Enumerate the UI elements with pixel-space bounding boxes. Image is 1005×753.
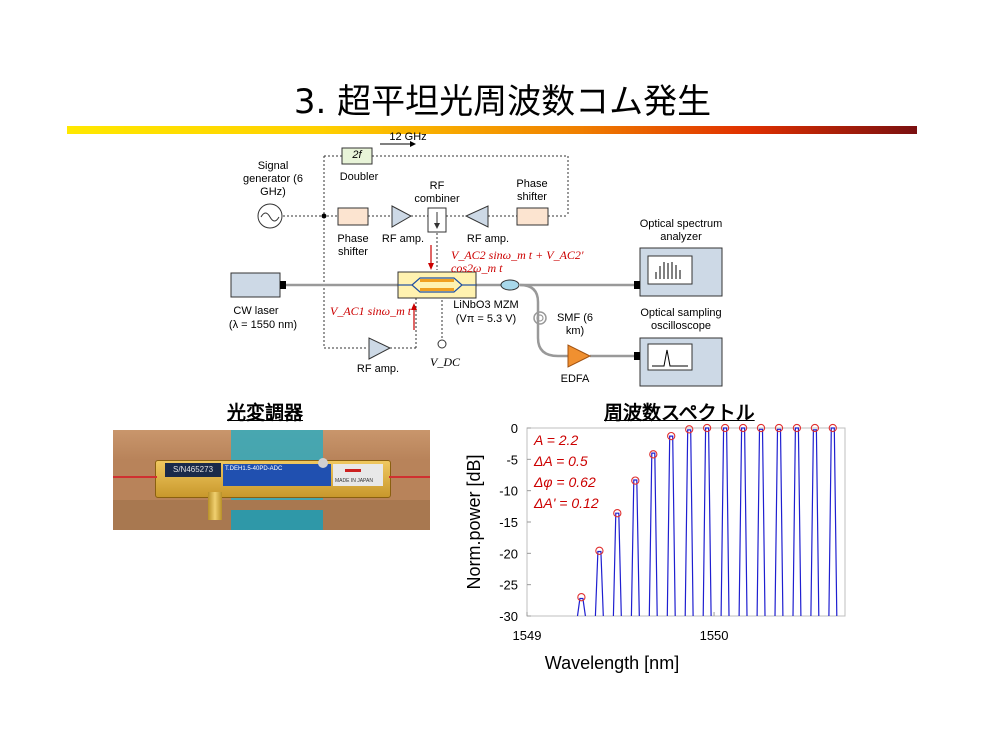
measured-point (792, 423, 802, 433)
edfa-label: EDFA (560, 373, 590, 385)
measured-point (720, 423, 730, 433)
phase-shifter-right (516, 207, 549, 226)
rf-amp-bottom-icon (368, 337, 392, 360)
photo-heading: 光変調器 (227, 402, 304, 424)
cw-laser-label: CW laser (233, 305, 279, 317)
annotation-delta-a-prime: ΔA' = 0.12 (533, 495, 599, 511)
rf-combiner-label: RF combiner (414, 180, 460, 205)
measured-point (685, 425, 694, 434)
vac2-equation: V_AC2 sinω_m t + V_AC2' cos2ω_m t (451, 248, 584, 275)
osa-spectrum-icon (655, 262, 681, 279)
osa-label: Optical spectrum analyzer (639, 218, 723, 243)
spectrum-chart: 0 -5 -10 -15 -20 -25 -30 1549 1550 Wavelength [… (464, 421, 846, 673)
annotation-delta-phi: Δφ = 0.62 (533, 474, 596, 490)
x-axis-label: Wavelength [nm] (545, 653, 679, 673)
phase-shifter-left-label: Phase shifter (337, 233, 369, 258)
y-tick-label: -20 (499, 546, 518, 561)
x-tick-label: 1549 (513, 628, 542, 643)
model-label: T.DEH1.5-40PD-ADC (225, 466, 283, 472)
y-axis-label: Norm.power [dB] (464, 454, 484, 589)
title-gradient-rule (67, 126, 917, 134)
mzm-vpi-label: (Vπ = 5.3 V) (455, 313, 517, 325)
x-tick-label: 1550 (700, 628, 729, 643)
measured-point (702, 423, 712, 433)
measured-point (613, 509, 622, 518)
chart-heading: 周波数スペクトル (604, 402, 755, 424)
vdc-terminal-icon (437, 339, 447, 349)
measured-point (631, 476, 640, 485)
annotation-delta-a: ΔA = 0.5 (533, 453, 588, 469)
measured-point (756, 423, 766, 433)
rf-amp-bottom-label: RF amp. (356, 363, 400, 375)
measured-point (828, 423, 837, 433)
phase-shifter-left (337, 207, 369, 226)
measured-point (810, 423, 820, 433)
fiber-lines (285, 283, 640, 358)
doubler-label: Doubler (339, 171, 379, 183)
spectrum-series-line (576, 427, 838, 617)
y-tick-label: -30 (499, 609, 518, 624)
vac1-equation: V_AC1 sinω_m t (330, 304, 412, 318)
smf-label: SMF (6 km) (556, 312, 594, 337)
oscilloscope-pulse-icon (652, 349, 688, 367)
oscilloscope-label: Optical sampling oscilloscope (640, 307, 722, 332)
measured-point (649, 450, 658, 459)
y-tick-label: -25 (499, 578, 518, 593)
annotation-a: A = 2.2 (533, 432, 578, 448)
measured-point (774, 423, 784, 433)
setup-diagram (230, 141, 723, 387)
cw-laser-lambda-label: (λ = 1550 nm) (228, 319, 298, 331)
doubler-box (341, 147, 373, 165)
edfa-icon (567, 344, 592, 368)
measured-point (667, 431, 676, 441)
rf-amp-right-label: RF amp. (466, 233, 510, 245)
freq-12-label: 12 GHz (389, 131, 427, 143)
signal-generator-label: Signal generator (6 GHz) (243, 160, 303, 198)
phase-shifter-right-label: Phase shifter (516, 178, 548, 203)
coupler-icon (500, 279, 520, 291)
measured-point (738, 423, 748, 433)
parameter-annotations: A = 2.2 ΔA = 0.5 Δφ = 0.62 ΔA' = 0.12 (533, 432, 599, 511)
page-title: 3. 超平坦光周波数コム発生 (293, 82, 712, 122)
rf-amp-right-icon (464, 205, 489, 228)
smf-coil-icon (533, 311, 547, 325)
cw-laser-box (230, 272, 281, 298)
measured-point (577, 593, 586, 602)
y-tick-label: -10 (499, 484, 518, 499)
measured-point (595, 546, 604, 555)
rf-amp-left-icon (391, 205, 413, 228)
vdc-label: V_DC (430, 355, 460, 369)
y-tick-label: -5 (506, 452, 518, 467)
rf-amp-left-label: RF amp. (381, 233, 425, 245)
made-in-label: MADE IN JAPAN (335, 478, 373, 484)
mzm-label: LiNbO3 MZM (453, 299, 519, 311)
modulator-photo: S/N465273 T.DEH1.5-40PD-ADC MADE IN JAPA… (113, 430, 430, 530)
y-tick-label: -15 (499, 515, 518, 530)
signal-generator-icon (257, 203, 283, 229)
y-tick-label: 0 (511, 421, 518, 436)
doubler-box-label: 2f (352, 149, 362, 161)
serial-label: S/N465273 (165, 463, 221, 477)
